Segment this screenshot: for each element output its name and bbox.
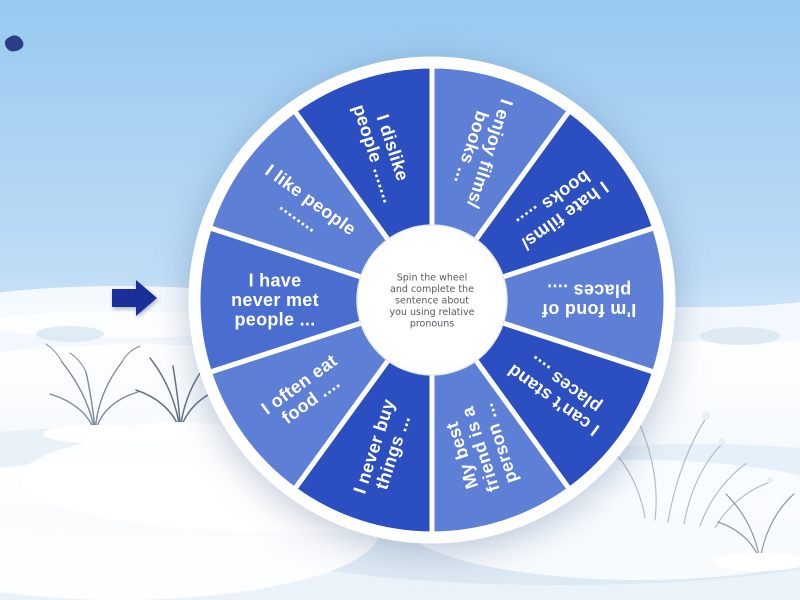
snow-blob [712, 553, 800, 571]
snow-blob [124, 422, 236, 442]
wheel-segment-2[interactable] [429, 225, 669, 375]
wheel-center[interactable] [356, 224, 508, 376]
corner-mark [4, 35, 24, 52]
snow-blob [43, 425, 147, 443]
svg-text:I'm fond ofplaces ....: I'm fond ofplaces .... [541, 280, 636, 320]
arrow-right-icon [112, 280, 157, 316]
spinner-pointer [112, 278, 158, 318]
wheel-segment-7[interactable] [195, 225, 435, 375]
spinner-wheel[interactable]: I enjoy films/books ...I hate films/book… [182, 50, 682, 550]
wheel-segment-label: I'm fond ofplaces .... [541, 280, 636, 320]
